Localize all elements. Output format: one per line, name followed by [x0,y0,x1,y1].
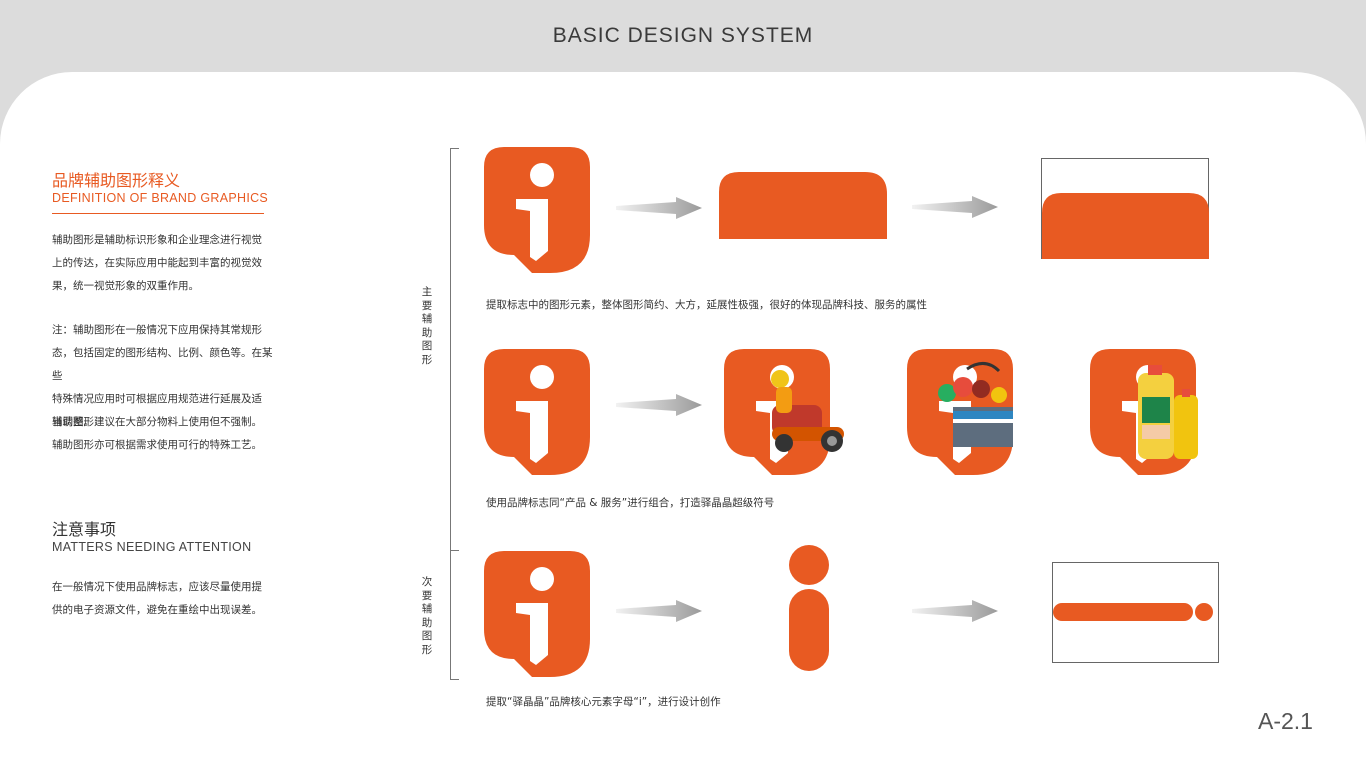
text-line: 供的电子资源文件，避免在重绘中出现误差。 [52,604,262,616]
attention-subtitle: MATTERS NEEDING ATTENTION [52,540,252,554]
brand-logo-mark [484,147,590,273]
caption-row3: 提取“驿晶晶”品牌核心元素字母“i”，进行设计创作 [486,696,721,708]
attention-paragraph: 在一般情况下使用品牌标志，应该尽量使用提 供的电子资源文件，避免在重绘中出现误差… [52,576,274,622]
text-line: 特殊情况应用时可根据应用规范进行延展及适 [52,393,262,405]
note-extra-line: 辅助图形建议在大部分物料上使用但不强制。 [52,416,262,428]
arrow-right-icon [616,600,702,622]
arrow-right-icon [616,197,702,219]
letter-i-shape [789,545,829,671]
text-line: 态，包括固定的图形结构、比例、颜色等。在某些 [52,347,273,382]
text-line: 当调整。 [52,416,94,428]
arrow-right-icon [616,394,702,416]
text-line: 果，统一视觉形象的双重作用。 [52,280,199,292]
text-line: 注：辅助图形在一般情况下应用保持其常规形 [52,324,262,336]
letter-i-horizontal-frame [1052,562,1219,663]
text-line: 在一般情况下使用品牌标志，应该尽量使用提 [52,581,262,593]
description-paragraph: 辅助图形是辅助标识形象和企业理念进行视觉 上的传达，在实际应用中能起到丰富的视觉… [52,229,274,298]
extended-shape-frame [1041,158,1209,259]
logo-combo-oil-bottles [1090,349,1198,475]
page-header-title: BASIC DESIGN SYSTEM [552,24,814,47]
page-number: A-2.1 [1258,708,1313,734]
note-extra-line: 辅助图形亦可根据需求使用可行的特殊工艺。 [52,439,262,451]
caption-row1: 提取标志中的图形元素，整体图形简约、大方，延展性极强，很好的体现品牌科技、服务的… [486,299,927,311]
extracted-shape [719,172,887,239]
brand-logo-mark [484,349,590,475]
header-bar: BASIC DESIGN SYSTEM [0,0,1366,76]
arrow-right-icon [912,600,998,622]
brand-graphics-subtitle: DEFINITION OF BRAND GRAPHICS [52,191,269,205]
brand-logo-mark [484,551,590,677]
text-line: 上的传达，在实际应用中能起到丰富的视觉效 [52,257,262,269]
caption-row2: 使用品牌标志同“产品 & 服务”进行组合，打造驿晶晶超级符号 [486,497,775,509]
note-paragraph: 注：辅助图形在一般情况下应用保持其常规形 态，包括固定的图形结构、比例、颜色等。… [52,319,274,434]
logo-combo-scooter-rider [724,349,844,475]
title-underline [52,213,264,214]
secondary-graphics-label: 次要辅助图形 [421,576,433,656]
secondary-bracket [450,550,459,680]
primary-graphics-label: 主要辅助图形 [421,286,433,366]
arrow-right-icon [912,196,998,218]
attention-title: 注意事项 [52,520,117,539]
logo-combo-shopping-basket [907,349,1013,475]
brand-graphics-title: 品牌辅助图形释义 [52,171,181,190]
text-line: 辅助图形是辅助标识形象和企业理念进行视觉 [52,234,262,246]
